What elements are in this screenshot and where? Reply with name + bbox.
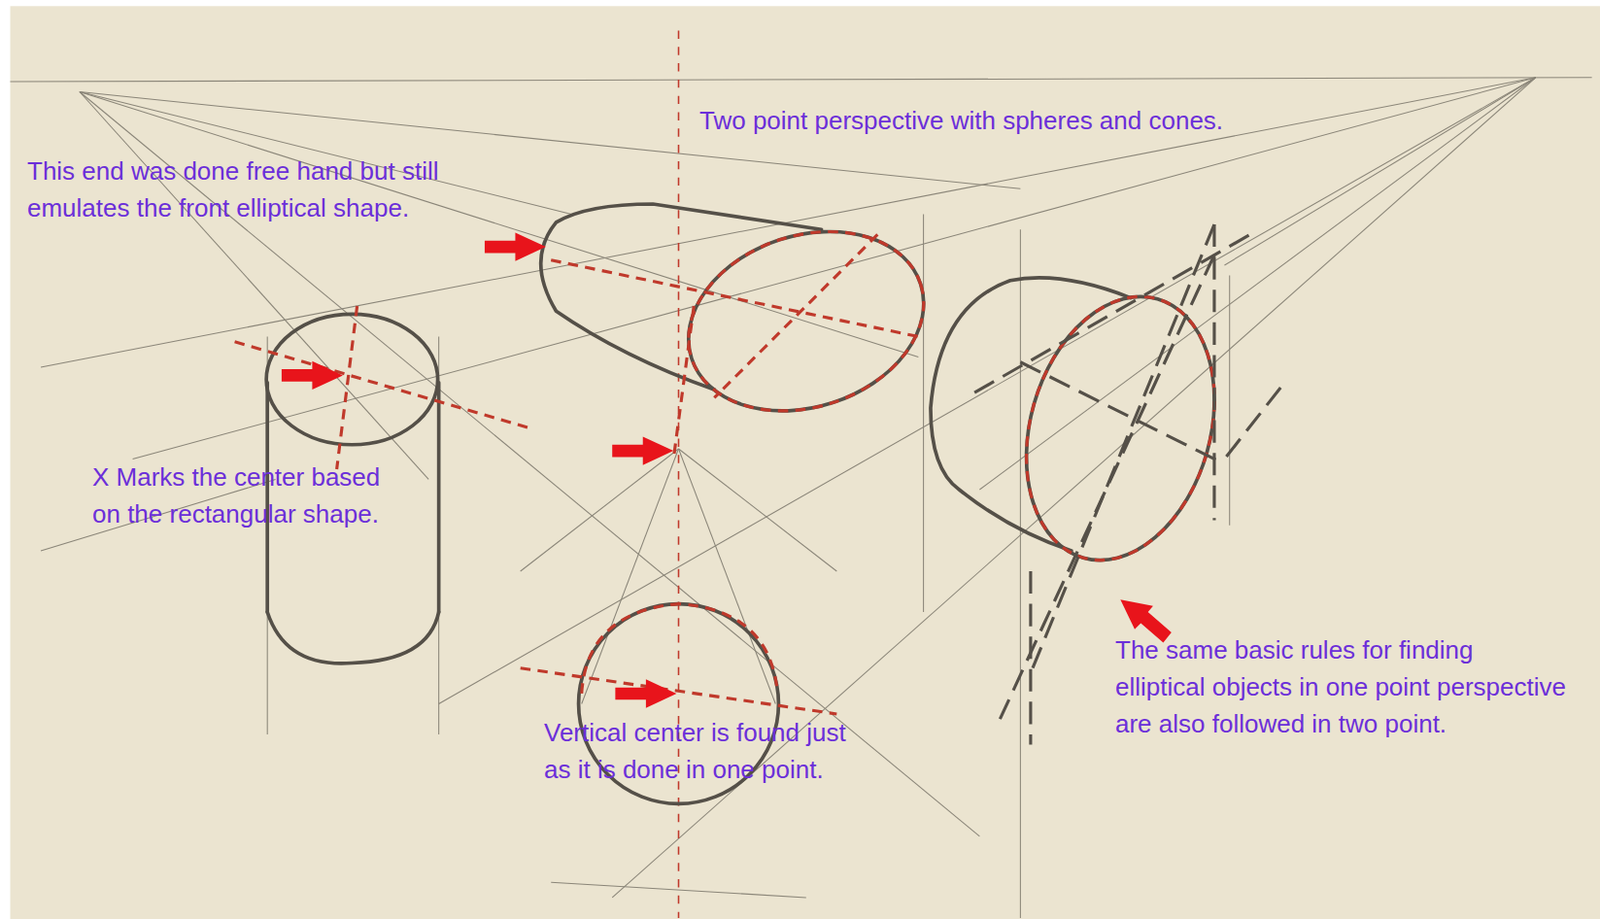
annotation-note: Two point perspective with spheres and c… <box>699 102 1380 139</box>
annotation-note: Vertical center is found just as it is d… <box>544 714 865 788</box>
annotation-note: This end was done free hand but still em… <box>27 152 572 227</box>
annotation-note: X Marks the center based on the rectangu… <box>92 458 540 533</box>
annotation-note: The same basic rules for finding ellipti… <box>1115 631 1572 743</box>
